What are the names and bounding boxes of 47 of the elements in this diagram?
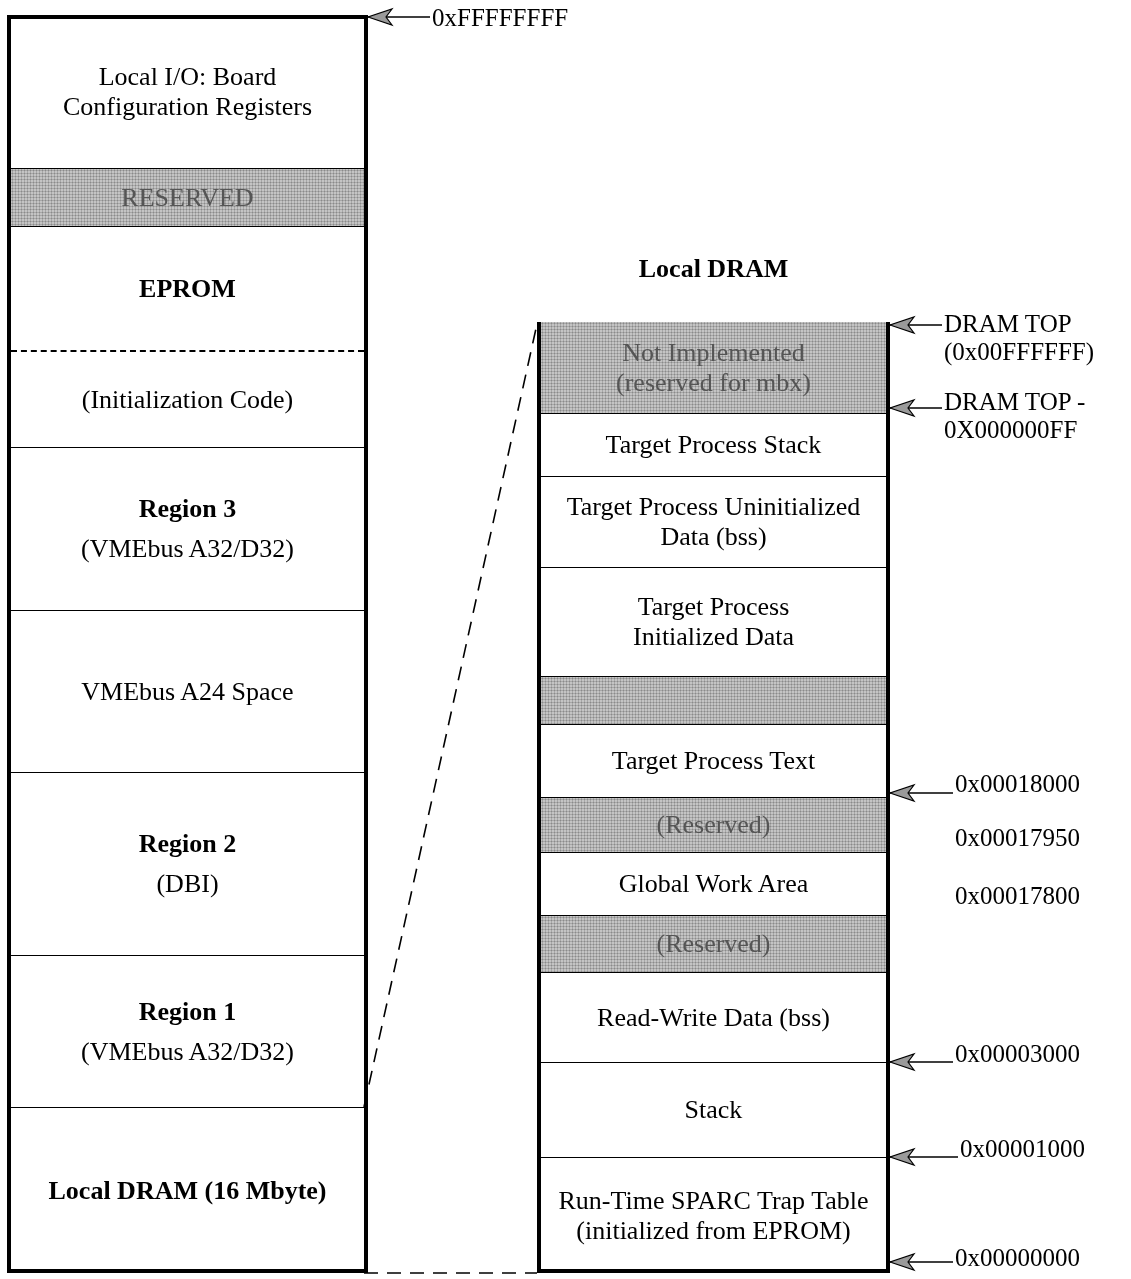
arrow (889, 1253, 954, 1271)
region-label: Target Process Initialized Data (632, 592, 795, 652)
address-label: DRAM TOP - 0X000000FF (944, 388, 1126, 443)
region-label: (Reserved) (655, 929, 772, 959)
region-label: Region 2 (137, 829, 238, 859)
region-label: Region 1 (137, 996, 238, 1027)
arrow (889, 316, 943, 334)
reserved-region (11, 168, 364, 226)
projection-line (363, 1272, 538, 1274)
arrow (889, 784, 954, 802)
address-label: 0x00003000 (955, 1040, 1125, 1068)
region-label: (VMEbus A32/D32) (79, 534, 296, 564)
region-label: Local DRAM (16 Mbyte) (47, 1175, 328, 1206)
reserved-region (541, 676, 886, 724)
region-label: Stack (683, 1095, 744, 1125)
address-label: 0x00017800 (955, 882, 1080, 910)
reserved-region (541, 797, 886, 852)
address-label: 0x00017950 (955, 824, 1080, 852)
region-label: Target Process Text (610, 746, 817, 776)
region-label: Not Implemented (reserved for mbx) (615, 337, 812, 398)
address-label: DRAM TOP (0x00FFFFFF) (944, 310, 1126, 365)
address-label: 0x00000000 (955, 1244, 1125, 1272)
arrow (889, 399, 943, 417)
region-label: VMEbus A24 Space (80, 676, 295, 707)
region-label: (Reserved) (655, 810, 772, 840)
arrow (889, 1148, 959, 1166)
region-label: Local I/O: Board Configuration Registers (61, 61, 314, 122)
column-heading: Local DRAM (637, 254, 790, 284)
region-label: Read-Write Data (bss) (596, 1002, 831, 1033)
memory-map-column (7, 15, 368, 1273)
reserved-region (541, 322, 886, 413)
reserved-region (541, 915, 886, 972)
arrow (889, 1053, 954, 1071)
address-label: 0x00018000 (955, 770, 1125, 798)
region-label: (VMEbus A32/D32) (79, 1036, 296, 1067)
region-label: Target Process Stack (604, 430, 823, 460)
address-label: 0xFFFFFFFF (432, 4, 602, 32)
region-label: Target Process Uninitialized Data (bss) (565, 492, 862, 552)
region-label: EPROM (138, 273, 237, 304)
region-label: (DBI) (155, 869, 220, 899)
region-label: RESERVED (120, 182, 255, 213)
address-label: 0x00001000 (960, 1135, 1125, 1163)
region-label: Global Work Area (617, 869, 810, 899)
region-label: (Initialization Code) (80, 384, 295, 415)
region-label: Run-Time SPARC Trap Table (initialized from EPROM) (557, 1185, 870, 1246)
region-label: Region 3 (137, 494, 238, 524)
arrow (367, 8, 431, 26)
